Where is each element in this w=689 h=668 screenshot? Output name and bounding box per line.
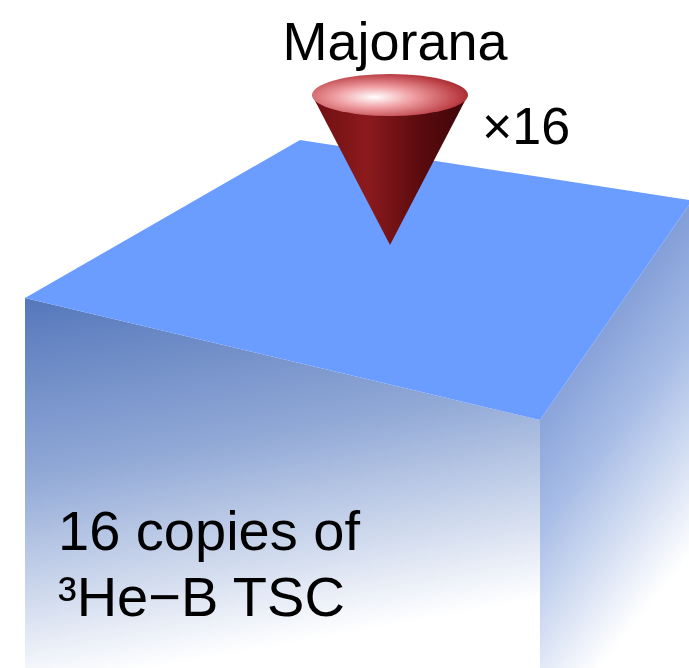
- multiplicity: ×16: [482, 100, 570, 152]
- majorana-cone: [312, 95, 468, 245]
- cone-cap: [312, 74, 468, 116]
- box-top-face: [25, 140, 689, 420]
- block-caption: 16 copies of ³He−B TSC: [58, 498, 498, 630]
- particle-name: Majorana: [282, 14, 507, 68]
- superconductor-block: 16 copies of ³He−B TSC: [58, 498, 498, 630]
